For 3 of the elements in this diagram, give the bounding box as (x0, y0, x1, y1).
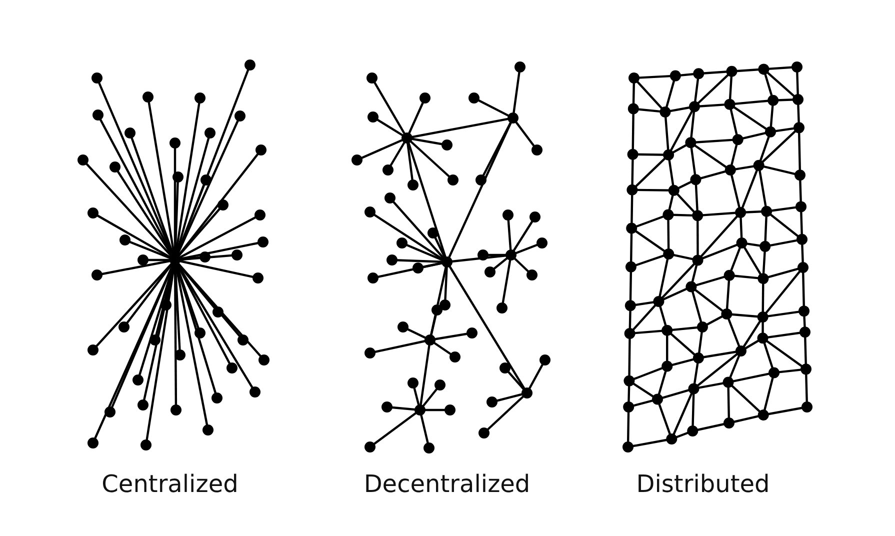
panel-label: Decentralized (364, 470, 530, 498)
panel-label: Centralized (102, 470, 238, 498)
panel-label: Distributed (636, 470, 770, 498)
